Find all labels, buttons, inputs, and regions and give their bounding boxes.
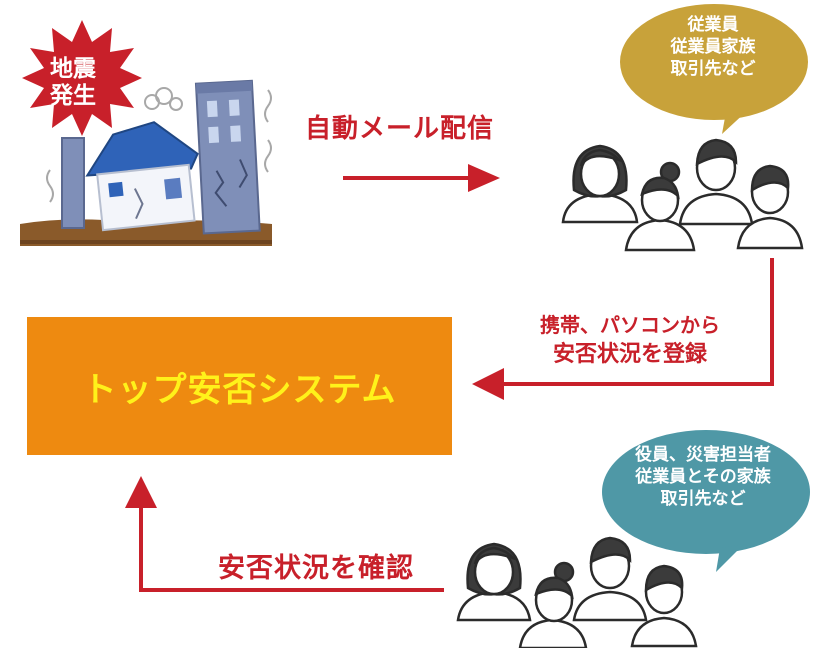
people-group-top <box>561 138 804 252</box>
bubble-line: 従業員 <box>687 15 739 35</box>
earthquake-burst-icon <box>22 20 142 136</box>
person-icon <box>456 542 532 622</box>
person-icon <box>630 564 698 648</box>
system-title: トップ安否システム <box>82 369 397 410</box>
earthquake-illustration <box>20 20 272 246</box>
bubble-line: 従業員家族 <box>670 37 756 57</box>
confirm-arrow <box>125 476 444 592</box>
person-icon <box>678 138 754 226</box>
confirm-label: 安否状況を確認 <box>218 553 414 584</box>
people-group-bottom <box>456 536 698 648</box>
house-icon <box>85 121 199 232</box>
person-icon <box>624 161 696 252</box>
mail-arrow <box>343 164 500 192</box>
speech-bubble-top <box>620 4 808 134</box>
bubble-line: 従業員とその家族 <box>635 467 771 487</box>
speech-bubble-bottom <box>602 430 810 572</box>
earthquake-label: 地震 発生 <box>41 56 105 110</box>
register-arrow <box>472 258 774 400</box>
safety-system-box: トップ安否システム <box>27 317 452 455</box>
person-icon <box>736 164 804 250</box>
earthquake-label-line1: 地震 <box>50 56 96 82</box>
dust-icon <box>46 87 272 203</box>
speech-bubble-top-text: 従業員 従業員家族 取引先など <box>648 14 778 80</box>
speech-bubble-bottom-text: 役員、災害担当者 従業員とその家族 取引先など <box>603 444 803 510</box>
register-label: 携帯、パソコンから 安否状況を登録 <box>540 310 720 370</box>
register-label-line2: 安否状況を登録 <box>552 342 707 367</box>
earthquake-label-line2: 発生 <box>50 83 96 109</box>
bubble-line: 取引先など <box>670 59 756 79</box>
building-icon <box>194 79 261 235</box>
bubble-line: 取引先など <box>660 489 746 509</box>
person-icon <box>561 144 639 224</box>
bubble-line: 役員、災害担当者 <box>635 445 771 465</box>
person-icon <box>572 536 648 622</box>
person-icon <box>518 561 588 648</box>
mail-delivery-label: 自動メール配信 <box>305 114 495 144</box>
register-label-line1: 携帯、パソコンから <box>540 313 720 337</box>
